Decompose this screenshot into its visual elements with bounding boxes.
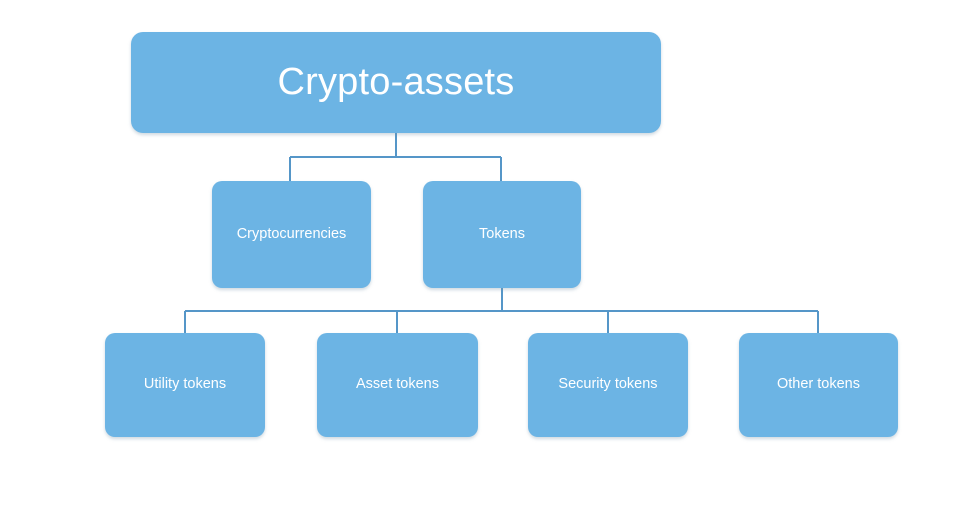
node-label-cryptocurrencies: Cryptocurrencies — [236, 225, 347, 242]
node-label-tokens: Tokens — [479, 225, 525, 242]
node-crypto-assets[interactable]: Crypto-assets — [131, 32, 661, 133]
node-security-tokens[interactable]: Security tokens — [528, 333, 688, 437]
node-other-tokens[interactable]: Other tokens — [739, 333, 898, 437]
node-label-crypto-assets: Crypto-assets — [277, 60, 515, 103]
node-label-utility-tokens: Utility tokens — [143, 376, 227, 393]
node-asset-tokens[interactable]: Asset tokens — [317, 333, 478, 437]
node-label-other-tokens: Other tokens — [776, 376, 860, 393]
node-cryptocurrencies[interactable]: Cryptocurrencies — [212, 181, 371, 288]
node-tokens[interactable]: Tokens — [423, 181, 581, 288]
node-label-asset-tokens: Asset tokens — [355, 376, 439, 393]
node-utility-tokens[interactable]: Utility tokens — [105, 333, 265, 437]
node-label-security-tokens: Security tokens — [558, 376, 658, 393]
